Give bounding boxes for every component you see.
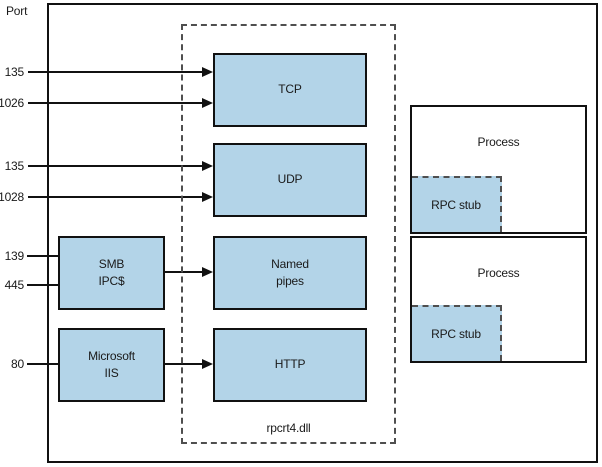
arrowhead-icon [202, 67, 213, 77]
port-label-1028-udp: 1028 [0, 190, 24, 204]
http-box: HTTP [213, 328, 367, 402]
tcp-box: TCP [213, 53, 367, 127]
arrowhead-icon [202, 161, 213, 171]
port-label-135-udp: 135 [4, 159, 25, 173]
port-line-80-iis [27, 363, 60, 365]
rpc-stub-box: RPC stub [412, 305, 502, 361]
udp-box: UDP [213, 143, 367, 217]
arrowhead-icon [202, 192, 213, 202]
microsoft-iis-box: Microsoft IIS [58, 328, 165, 402]
port-label-139-smb: 139 [4, 249, 25, 263]
port-label-445-smb: 445 [4, 278, 25, 292]
port-label-135-tcp: 135 [4, 65, 25, 79]
line-iis-to-http [163, 363, 203, 365]
arrowhead-icon [202, 359, 213, 369]
named-pipes-box: Named pipes [213, 236, 367, 310]
port-label-1026-tcp: 1026 [0, 96, 24, 110]
arrowhead-icon [202, 267, 213, 277]
rpcrt4-dll-container: rpcrt4.dll [181, 24, 396, 444]
rpc-stub-label: RPC stub [431, 327, 481, 341]
port-line-135-tcp [28, 71, 203, 73]
port-line-139-smb [27, 255, 60, 257]
port-label-80-iis: 80 [11, 357, 24, 371]
port-line-1028-udp [28, 196, 203, 198]
process-label: Process [477, 135, 520, 149]
port-line-445-smb [27, 284, 60, 286]
rpc-stub-label: RPC stub [431, 198, 481, 212]
port-axis-label: Port [6, 4, 28, 18]
port-line-1026-tcp [28, 102, 203, 104]
process-box-1: Process RPC stub [410, 105, 587, 234]
arrowhead-icon [202, 98, 213, 108]
rpcrt4-dll-label: rpcrt4.dll [266, 421, 311, 435]
process-label: Process [477, 266, 520, 280]
port-line-135-udp [28, 165, 203, 167]
process-box-2: Process RPC stub [410, 236, 587, 363]
smb-ipc-box: SMB IPC$ [58, 236, 165, 310]
outer-boundary-box [47, 3, 598, 463]
line-smb-to-named-pipes [163, 271, 203, 273]
rpc-stub-box: RPC stub [412, 176, 502, 232]
